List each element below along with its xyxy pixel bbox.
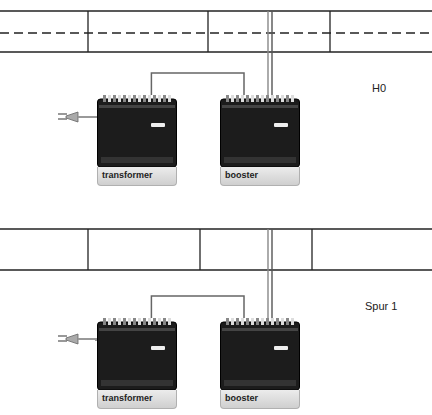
device-name: booster: [225, 170, 258, 180]
device-box: booster: [220, 318, 300, 409]
power-plug: [58, 112, 100, 122]
device-name: booster: [225, 393, 258, 403]
device-box: transformer: [97, 318, 177, 409]
track-feeder: [267, 229, 268, 318]
device-body: [97, 318, 177, 390]
scale-label: H0: [372, 82, 386, 94]
device-body: [220, 95, 300, 167]
device-label-strip: transformer: [97, 167, 177, 186]
device-label-strip: booster: [220, 390, 300, 409]
power-plug: [58, 334, 100, 344]
track-feeder: [271, 11, 272, 95]
device-body: [97, 95, 177, 167]
device-label-strip: transformer: [97, 390, 177, 409]
track-feeder: [267, 11, 268, 95]
wire: [151, 73, 244, 95]
device-box: booster: [220, 95, 300, 186]
spur1-track: [0, 229, 432, 270]
scale-label: Spur 1: [365, 300, 397, 312]
wire: [151, 296, 244, 318]
device-body: [220, 318, 300, 390]
h0-track: [0, 11, 432, 52]
device-name: transformer: [102, 393, 153, 403]
device-name: transformer: [102, 170, 153, 180]
device-label-strip: booster: [220, 167, 300, 186]
track-feeder: [271, 229, 272, 318]
device-box: transformer: [97, 95, 177, 186]
